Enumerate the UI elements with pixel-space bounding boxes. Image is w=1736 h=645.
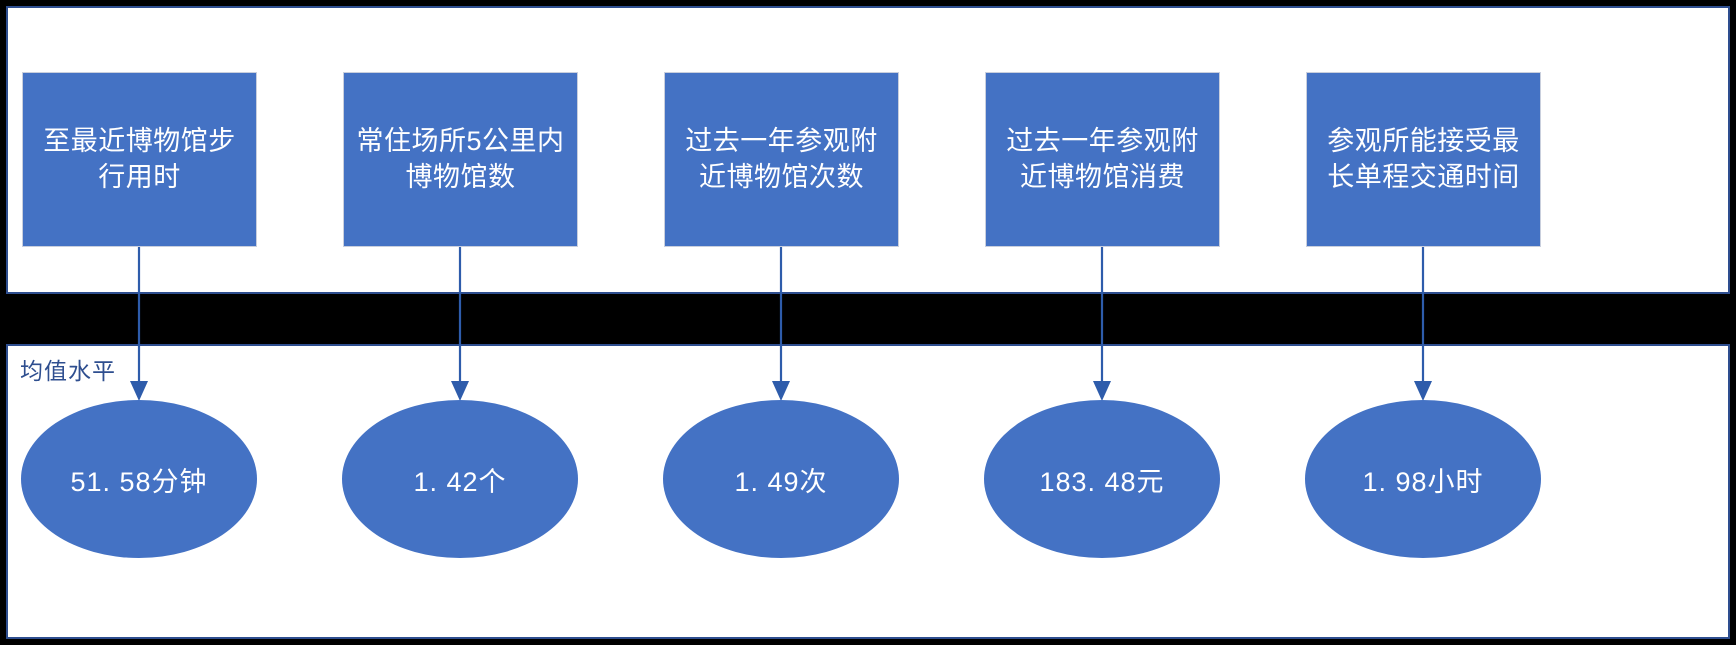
- indicator-box-label: 常住场所5公里内博物馆数: [356, 125, 565, 192]
- indicator-box-max-one-way-travel-time[interactable]: 参观所能接受最长单程交通时间: [1306, 72, 1541, 247]
- indicator-box-walk-time[interactable]: 至最近博物馆步行用时: [22, 72, 257, 247]
- value-ellipse-text: 1. 98小时: [1362, 466, 1484, 497]
- indicator-box-label: 至最近博物馆步行用时: [43, 125, 236, 192]
- indicator-box-label: 过去一年参观附近博物馆消费: [1006, 125, 1199, 192]
- value-ellipse-text: 1. 49次: [734, 466, 828, 497]
- value-ellipse-visits-past-year[interactable]: 1. 49次: [663, 400, 899, 558]
- average-level-label: 均值水平: [20, 358, 116, 384]
- indicator-box-museums-within-5km[interactable]: 常住场所5公里内博物馆数: [343, 72, 578, 247]
- indicator-box-visits-past-year[interactable]: 过去一年参观附近博物馆次数: [664, 72, 899, 247]
- indicator-box-label: 过去一年参观附近博物馆次数: [685, 125, 878, 192]
- value-ellipse-text: 1. 42个: [413, 466, 507, 497]
- value-ellipse-spending-past-year[interactable]: 183. 48元: [984, 400, 1220, 558]
- value-ellipse-museums-within-5km[interactable]: 1. 42个: [342, 400, 578, 558]
- value-ellipse-walk-time[interactable]: 51. 58分钟: [21, 400, 257, 558]
- value-ellipse-text: 51. 58分钟: [70, 466, 208, 497]
- indicator-box-spending-past-year[interactable]: 过去一年参观附近博物馆消费: [985, 72, 1220, 247]
- value-ellipse-text: 183. 48元: [1039, 466, 1165, 497]
- indicator-box-label: 参观所能接受最长单程交通时间: [1327, 125, 1520, 192]
- value-ellipse-max-one-way-travel-time[interactable]: 1. 98小时: [1305, 400, 1541, 558]
